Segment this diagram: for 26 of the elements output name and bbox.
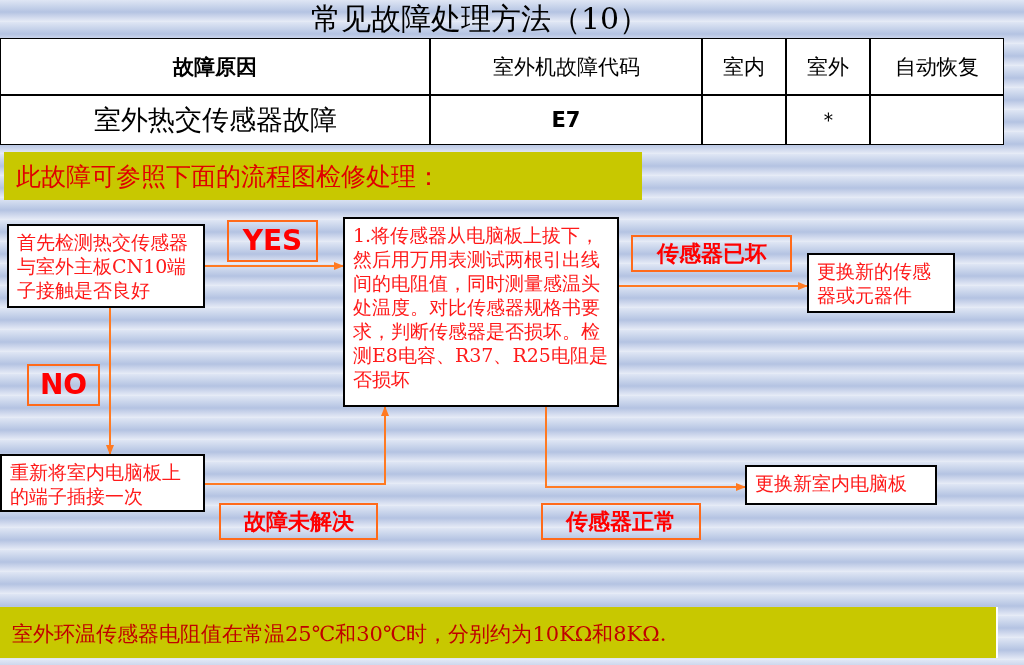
edge-label: NO: [27, 364, 100, 406]
title: 常见故障处理方法（10）: [309, 0, 651, 38]
edge-label: 故障未解决: [219, 503, 378, 540]
header-cell: 故障原因: [0, 38, 430, 95]
arrow: [106, 307, 114, 455]
table-cell: E7: [430, 95, 702, 145]
arrow: [545, 406, 746, 491]
table-cell: ＊: [786, 95, 870, 145]
header-cell: 室外: [786, 38, 870, 95]
header-cell: 自动恢复: [870, 38, 1004, 95]
edge-label: 传感器正常: [541, 503, 701, 540]
arrow: [204, 262, 344, 270]
arrow: [618, 282, 808, 290]
process-box: 重新将室内电脑板上的端子插接一次: [0, 454, 205, 512]
process-box: 首先检测热交传感器与室外主板CN10端子接触是否良好: [7, 224, 205, 308]
table-cell: 室外热交传感器故障: [0, 95, 430, 145]
note-banner: 室外环温传感器电阻值在常温25℃和30℃时，分别约为10KΩ和8KΩ.: [0, 607, 998, 658]
process-box: 1.将传感器从电脑板上拔下，然后用万用表测试两根引出线间的电阻值，同时测量感温头处温度。对比传感器规格书要求，判断传感器是否损坏。检测E8电容、R37、R25电阻是否损坏: [343, 217, 619, 407]
banner: 此故障可参照下面的流程图检修处理：: [4, 152, 642, 200]
process-box: 更换新室内电脑板: [745, 465, 937, 505]
edge-label: 传感器已坏: [631, 235, 792, 272]
arrow: [204, 406, 389, 485]
process-box: 更换新的传感器或元器件: [807, 253, 955, 313]
header-cell: 室外机故障代码: [430, 38, 702, 95]
edge-label: YES: [227, 220, 318, 262]
header-cell: 室内: [702, 38, 786, 95]
